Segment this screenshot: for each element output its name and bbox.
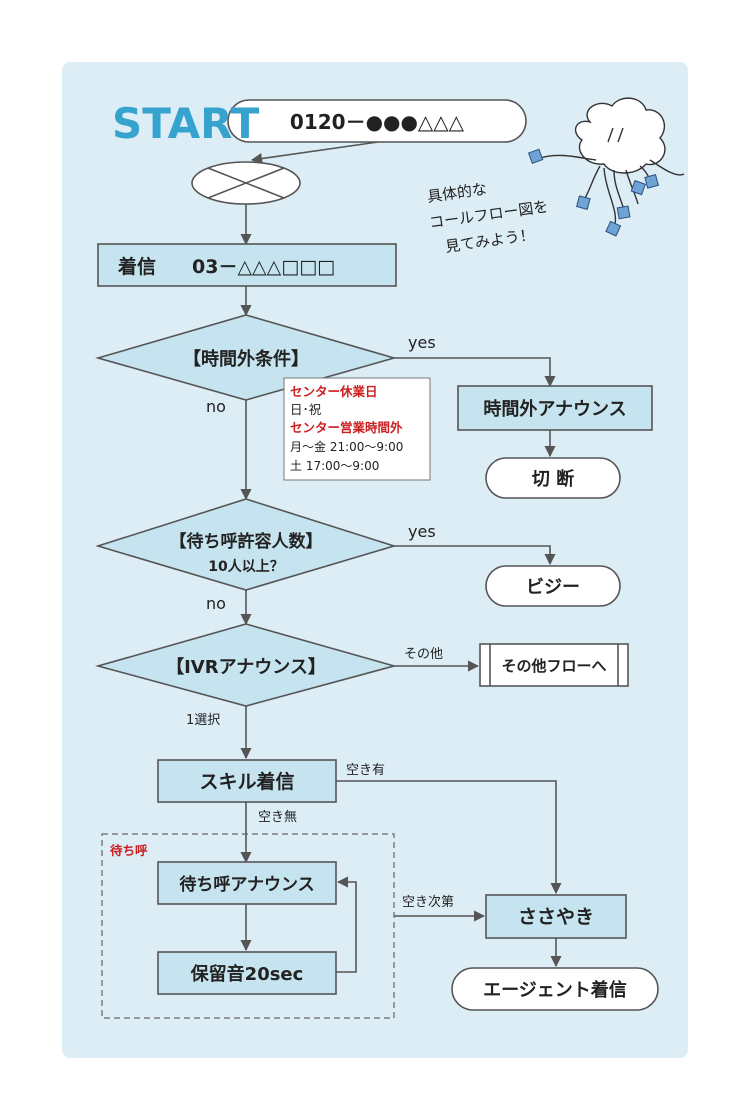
queue-announce-box [157, 861, 337, 905]
other-flow-label: その他フローへ [501, 657, 606, 675]
queue-limit-label: 【待ち呼許容人数】 [170, 531, 323, 552]
ivr-decision [95, 623, 397, 707]
skill-label: スキル着信 [199, 770, 294, 793]
after-hours-yes: yes [408, 333, 436, 352]
ivr-label: 【IVRアナウンス】 [166, 657, 326, 678]
skill-none-label: 空き無 [258, 810, 297, 825]
whisper-label: ささやき [518, 906, 594, 928]
queue-group-label: 待ち呼 [110, 843, 148, 858]
agent-terminal [451, 967, 659, 1011]
after-hours-label: 【時間外条件】 [183, 348, 309, 370]
ivr-option1-label: 1選択 [186, 713, 220, 728]
background-panel [62, 62, 688, 1058]
queue-limit-no: no [206, 594, 226, 613]
queue-group [101, 833, 395, 1019]
hold-music-label: 保留音20sec [190, 963, 304, 985]
queue-limit-decision [95, 498, 397, 591]
incoming-box [97, 243, 397, 287]
after-hours-announce-box [457, 385, 653, 431]
when-free-label: 空き次第 [402, 894, 454, 910]
queue-announce-label: 待ち呼アナウンス [179, 874, 314, 895]
saturday-hours: 土 17:00～9:00 [290, 459, 379, 473]
whisper-box [485, 894, 627, 939]
start-terminal [227, 99, 527, 143]
incoming-number: 03－△△△□□□ [192, 256, 335, 278]
weekday-hours: 月～金 21:00～9:00 [290, 439, 403, 454]
connectors [240, 141, 562, 973]
skill-box [157, 759, 337, 803]
after-hours-no: no [206, 397, 226, 416]
start-title: START [112, 99, 260, 148]
off-hours-title: センター営業時間外 [290, 420, 403, 435]
incoming-label: 着信 [118, 255, 156, 278]
other-flow-box [479, 643, 629, 687]
closed-days: 日･祝 [290, 402, 322, 417]
busy-label: ビジー [526, 577, 580, 598]
agent-label: エージェント着信 [483, 979, 627, 1001]
after-hours-announce-label: 時間外アナウンス [483, 398, 626, 420]
start-number: 0120－●●●△△△ [290, 110, 465, 134]
queue-limit-sub: 10人以上？ [208, 558, 283, 575]
after-hours-note [283, 377, 431, 481]
mascot-illustration [527, 97, 685, 237]
disconnect-label: 切 断 [532, 468, 574, 490]
busy-terminal [485, 565, 621, 607]
closed-days-title: センター休業日 [290, 384, 378, 399]
ivr-other-label: その他 [404, 647, 443, 662]
skill-available-label: 空き有 [346, 763, 385, 778]
queue-limit-yes: yes [408, 522, 436, 541]
disconnect-terminal [485, 457, 621, 499]
hold-music-box [157, 951, 337, 995]
